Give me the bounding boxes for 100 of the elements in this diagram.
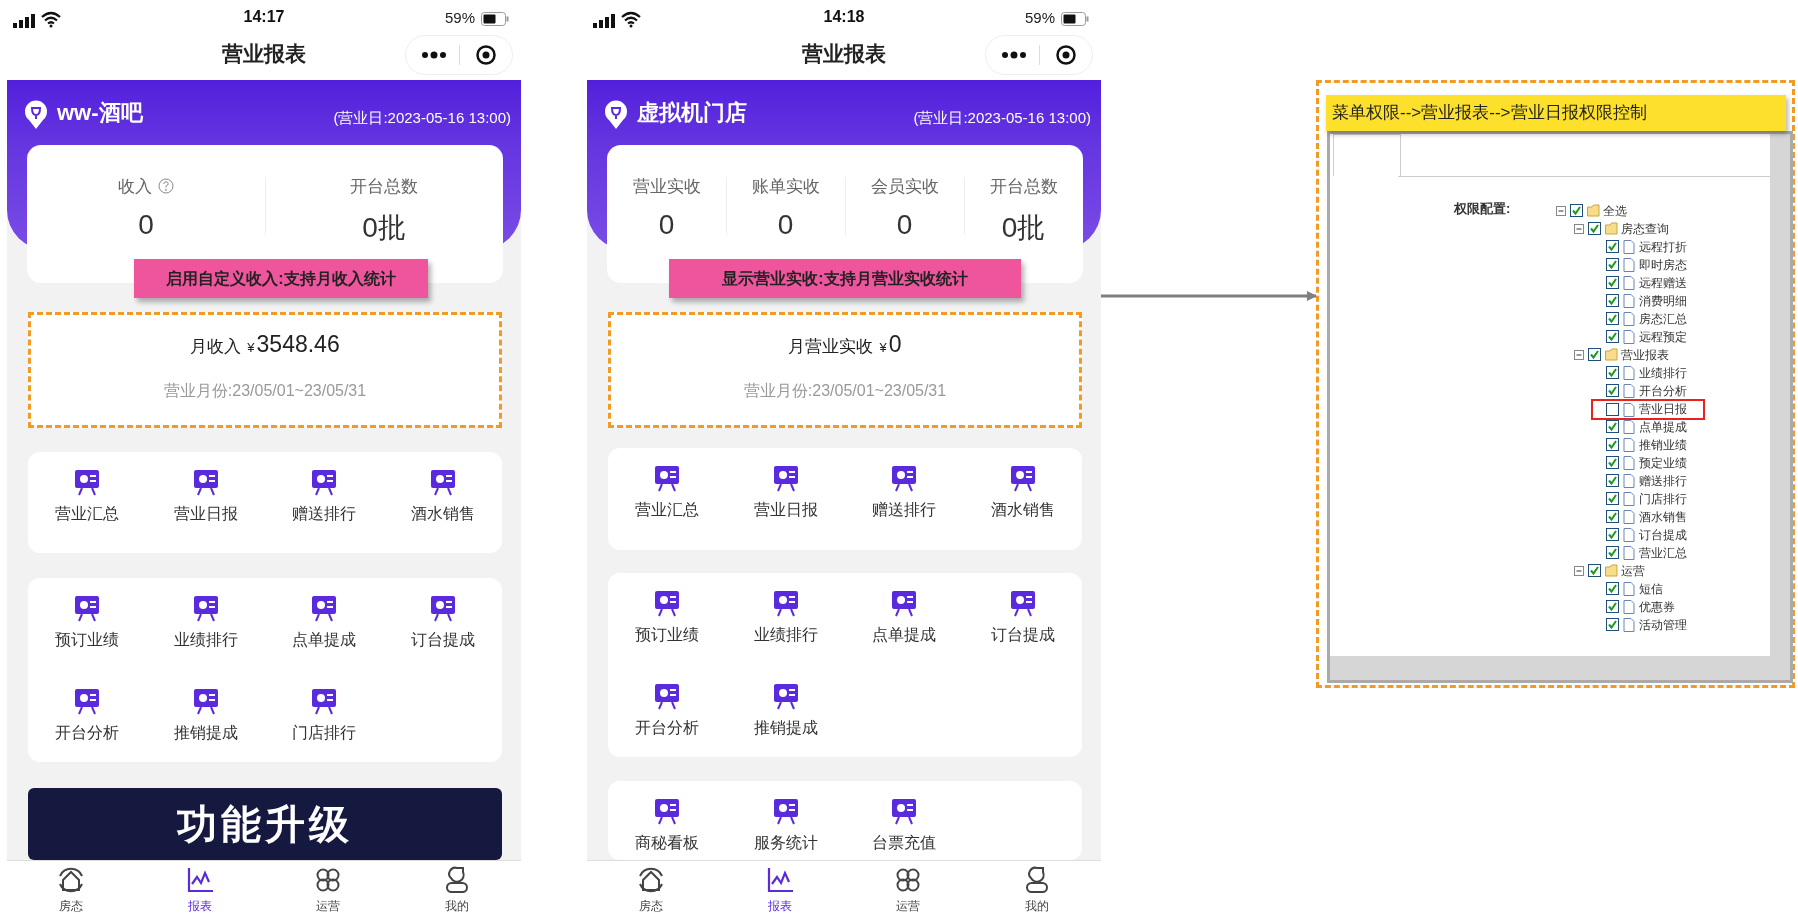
menu-label: 营业日报	[752, 500, 819, 520]
status-time: 14:18	[822, 8, 866, 26]
menu-card	[28, 452, 502, 553]
highlight-card	[28, 312, 502, 428]
stat-label: 收入	[118, 177, 152, 196]
store-name: ww-酒吧	[57, 99, 143, 127]
tree-item-label: 营业日报	[1639, 401, 1687, 418]
menu-label: 订台提成	[989, 625, 1056, 645]
tree-item-label: 房态查询	[1621, 221, 1669, 238]
menu-label: 开台分析	[634, 718, 701, 738]
month-label: 月收入	[190, 337, 242, 356]
currency-sign: ¥	[879, 340, 887, 355]
menu-label: 赠送排行	[291, 504, 358, 524]
menu-card	[28, 578, 502, 762]
tree-item-label: 远程赠送	[1639, 275, 1687, 292]
tree-item-label: 消费明细	[1639, 293, 1687, 310]
stat-label: 开台总数	[989, 177, 1058, 196]
tab-label: 我的	[443, 898, 470, 915]
tree-item-label: 优惠券	[1639, 599, 1675, 616]
menu-label: 营业日报	[172, 504, 239, 524]
menu-label: 业绩排行	[752, 625, 819, 645]
tree-item-label: 房态汇总	[1639, 311, 1687, 328]
menu-card	[608, 448, 1082, 550]
menu-label: 赠送排行	[871, 500, 938, 520]
tab-label: 运营	[315, 898, 342, 915]
tree-item-label: 赠送排行	[1639, 473, 1687, 490]
tree-item-label: 即时房态	[1639, 257, 1687, 274]
annotation-note: 启用自定义收入:支持月收入统计	[134, 259, 428, 298]
stat-value: 0批	[1000, 211, 1047, 245]
month-label: 月营业实收	[788, 337, 874, 356]
battery-percent: 59%	[1023, 9, 1055, 26]
menu-label: 服务统计	[752, 833, 819, 853]
promo-banner: 功能升级	[28, 788, 502, 860]
stat-value: 0	[776, 209, 795, 241]
menu-label: 点单提成	[291, 630, 358, 650]
menu-label: 酒水销售	[989, 500, 1056, 520]
header-band	[587, 80, 1101, 144]
stat-value: 0	[137, 209, 155, 241]
tab-label: 运营	[895, 898, 922, 915]
tree-item-label: 营业报表	[1621, 347, 1669, 364]
tree-item-label: 远程打折	[1639, 239, 1687, 256]
page-title: 营业报表	[801, 41, 887, 67]
highlight-card	[608, 312, 1082, 428]
menu-label: 预订业绩	[634, 625, 701, 645]
tree-item-label: 营业汇总	[1639, 545, 1687, 562]
menu-label: 商秘看板	[634, 833, 701, 853]
field-label: 权限配置:	[1454, 200, 1511, 218]
month-range: 营业月份:23/05/01~23/05/31	[162, 381, 368, 401]
tree-item-label: 预定业绩	[1639, 455, 1687, 472]
page-title: 营业报表	[221, 41, 307, 67]
month-amount: 3548.46	[256, 331, 340, 357]
tree-item-label: 订台提成	[1639, 527, 1687, 544]
tree-item-label: 短信	[1639, 581, 1663, 598]
tree-item-label: 运营	[1621, 563, 1645, 580]
tree-item-label: 全选	[1603, 203, 1627, 220]
breadcrumb-note: 菜单权限-->营业报表-->营业日报权限控制	[1326, 95, 1786, 131]
stat-label: 账单实收	[751, 177, 820, 196]
menu-label: 开台分析	[54, 723, 121, 743]
menu-label: 推销提成	[752, 718, 819, 738]
tab-label: 报表	[186, 898, 213, 915]
tree-item-label: 推销业绩	[1639, 437, 1687, 454]
menu-card	[608, 573, 1082, 757]
tree-item-label: 酒水销售	[1639, 509, 1687, 526]
stat-label: 会员实收	[870, 177, 939, 196]
tab-label: 报表	[766, 898, 793, 915]
tab	[1333, 134, 1401, 176]
menu-label: 点单提成	[871, 625, 938, 645]
tree-item-label: 业绩排行	[1639, 365, 1687, 382]
arrow	[1101, 291, 1317, 301]
store-name: 虚拟机门店	[637, 99, 747, 127]
header-band	[7, 80, 521, 144]
menu-label: 推销提成	[172, 723, 239, 743]
business-date: (营业日:2023-05-16 13:00)	[913, 109, 1091, 128]
month-range: 营业月份:23/05/01~23/05/31	[742, 381, 948, 401]
menu-label: 预订业绩	[54, 630, 121, 650]
tree-item-label: 远程预定	[1639, 329, 1687, 346]
tab-label: 我的	[1023, 898, 1050, 915]
tree-item-label: 活动管理	[1639, 617, 1687, 634]
currency-sign: ¥	[247, 340, 255, 355]
menu-label: 台票充值	[871, 833, 938, 853]
annotation-note: 显示营业实收:支持月营业实收统计	[669, 259, 1021, 298]
highlight-frame	[1591, 399, 1705, 420]
menu-label: 营业汇总	[634, 500, 701, 520]
stat-label: 营业实收	[632, 177, 701, 196]
stat-value: 0	[657, 209, 676, 241]
menu-label: 酒水销售	[409, 504, 476, 524]
stat-value: 0	[895, 209, 914, 241]
tree-item-label: 点单提成	[1639, 419, 1687, 436]
tab-label: 房态	[58, 898, 85, 915]
tree-item-label: 开台分析	[1639, 383, 1687, 400]
month-amount: 0	[888, 331, 902, 357]
menu-label: 营业汇总	[54, 504, 121, 524]
tree-item-label: 门店排行	[1639, 491, 1687, 508]
tab-label: 房态	[638, 898, 665, 915]
stat-label: 开台总数	[350, 177, 418, 196]
battery-percent: 59%	[443, 9, 475, 26]
menu-label: 业绩排行	[172, 630, 239, 650]
menu-label: 订台提成	[409, 630, 476, 650]
menu-card	[608, 781, 1082, 860]
status-time: 14:17	[242, 8, 286, 26]
